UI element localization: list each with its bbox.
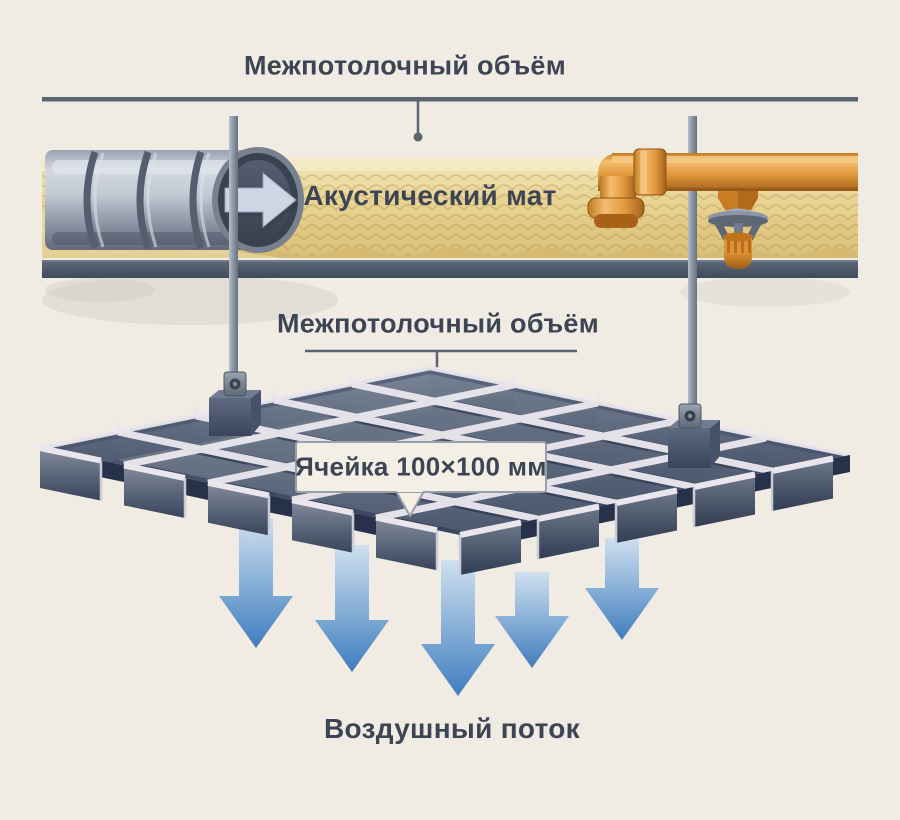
airflow-arrow xyxy=(495,572,569,668)
airflow-arrow xyxy=(585,538,659,640)
grid-front-teeth-right xyxy=(458,455,850,575)
airflow-label: Воздушный поток xyxy=(324,713,580,744)
plenum-mid-label: Межпотолочный объём xyxy=(276,308,600,339)
corrugated-duct xyxy=(45,147,304,253)
cell-callout-box xyxy=(295,441,547,517)
open-cell-grid xyxy=(39,365,851,575)
grid-front-teeth-left xyxy=(39,445,439,571)
hanger-rod-right xyxy=(688,116,697,406)
airflow-arrow xyxy=(315,545,389,672)
hanger-rod-left xyxy=(229,116,238,378)
plenum-top-label: Межпотолочный объём xyxy=(243,50,567,81)
sprinkler-head xyxy=(708,191,768,269)
airflow-arrow xyxy=(219,518,293,648)
duct-corrugation-rings xyxy=(83,150,205,250)
ceiling-rule-line xyxy=(42,97,858,142)
soft-shadows xyxy=(42,275,850,325)
cell-size-label: Ячейка 100×100 мм xyxy=(295,451,547,482)
airflow-arrow xyxy=(421,560,495,696)
sprinkler-pipe xyxy=(587,148,858,269)
hanger-bracket-left xyxy=(209,371,261,436)
acoustic-mat-label: Акустический мат xyxy=(303,180,557,211)
plenum-bar xyxy=(42,260,858,278)
leader-dot xyxy=(413,132,423,142)
hanger-bracket-right xyxy=(668,403,720,468)
airflow-arrows xyxy=(219,518,659,696)
